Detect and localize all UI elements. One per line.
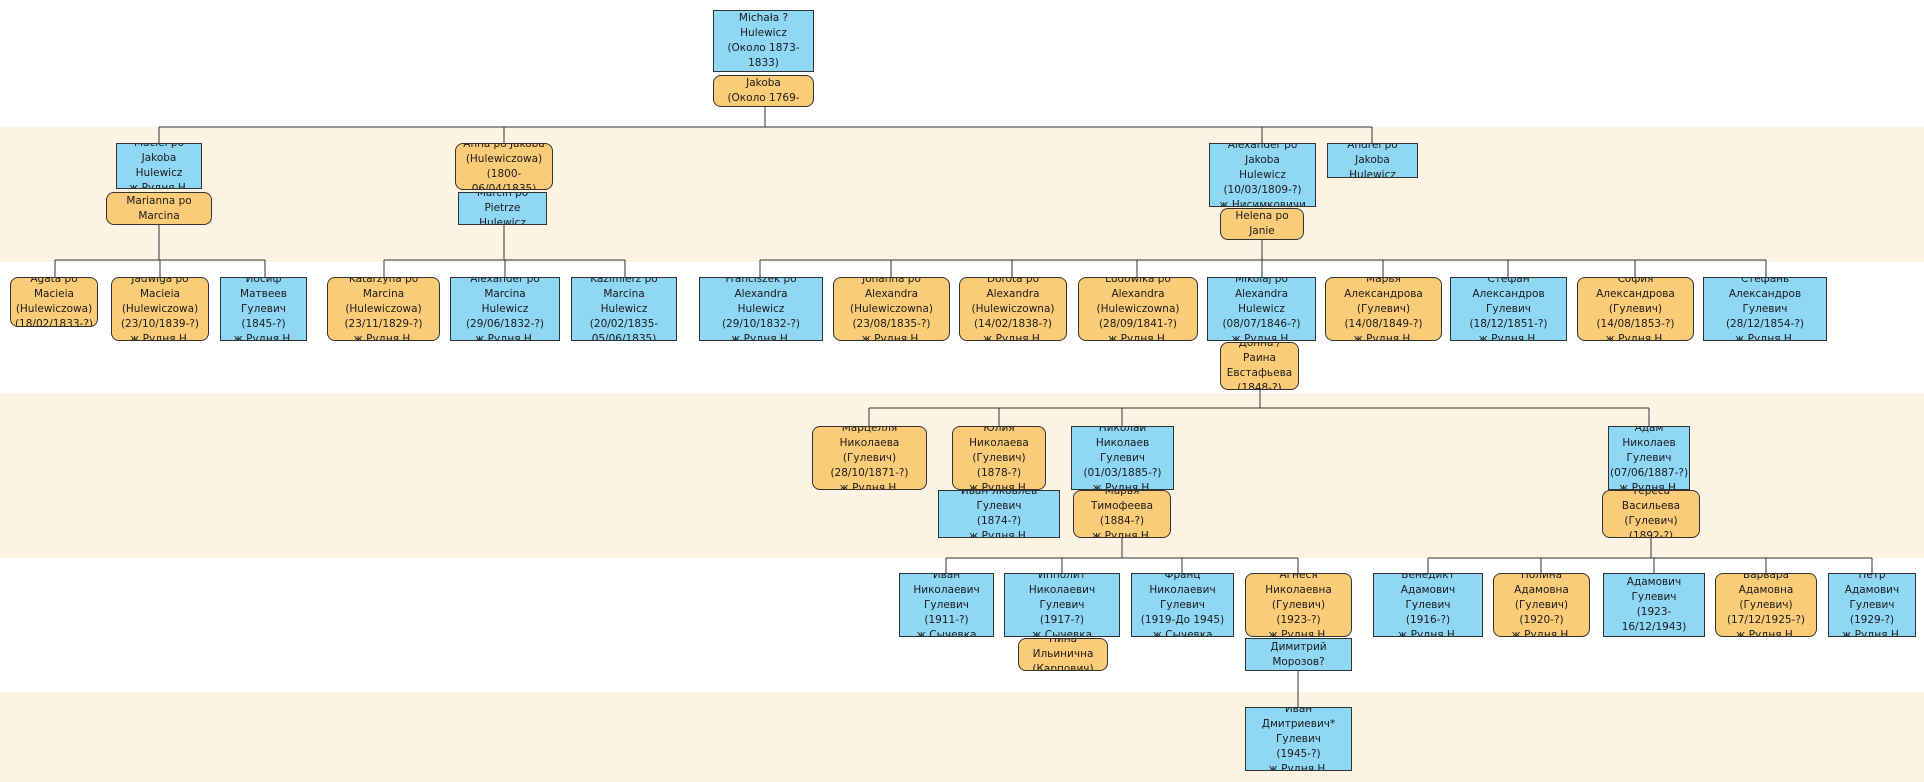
person-card[interactable]: Marianna po Jakoba (Около 1769-1839) (713, 75, 814, 107)
person-card[interactable]: Стефан Александров Гулевич (18/12/1851-?… (1450, 277, 1567, 341)
person-card[interactable]: Донна / Раина Евстафьева (1848-?) (1220, 342, 1299, 390)
person-card[interactable]: Агнеся Николаевна (Гулевич) (1923-?) ж.Р… (1245, 573, 1352, 637)
person-card[interactable]: Иван Дмитриевич* Гулевич (1945-?) ж.Рудн… (1245, 707, 1352, 771)
person-card[interactable]: Марья Александрова (Гулевич) (14/08/1849… (1325, 277, 1442, 341)
person-card[interactable]: Kazimierz po Marcina Hulewicz (20/02/183… (571, 277, 677, 341)
person-card[interactable]: Варвара Адамовна (Гулевич) (17/12/1925-?… (1715, 573, 1817, 637)
person-card[interactable]: Полина Адамовна (Гулевич) (1920-?) ж.Руд… (1493, 573, 1590, 637)
person-card[interactable]: София Александрова (Гулевич) (14/08/1853… (1577, 277, 1694, 341)
person-card[interactable]: Иосиф Матвеев Гулевич (1845-?) ж.Рудня Н… (220, 277, 307, 341)
person-card[interactable]: Ludowika po Alexandra (Hulewiczowna) (28… (1078, 277, 1198, 341)
person-card[interactable]: Иван Яковлев Гулевич (1874-?) ж.Рудня Н. (938, 490, 1060, 538)
person-card[interactable]: Marcin po Pietrze Hulewicz (458, 192, 547, 225)
person-card[interactable]: Адам Николаев Гулевич (07/06/1887-?) ж.Р… (1608, 426, 1690, 490)
person-card[interactable]: Тереса Васильева (Гулевич) (1892-?) (1602, 490, 1700, 538)
person-card[interactable]: Петр Адамович Гулевич (1929-?) ж.Рудня Н… (1828, 573, 1916, 637)
generation-band (0, 692, 1924, 782)
person-card[interactable]: Марцелля Николаева (Гулевич) (28/10/1871… (812, 426, 927, 490)
person-card[interactable]: Katarzyna po Marcina (Hulewiczowa) (23/1… (327, 277, 440, 341)
person-card[interactable]: Mikolaj po Alexandra Hulewicz (08/07/184… (1207, 277, 1316, 341)
person-card[interactable]: Jadwiga po Macieia (Hulewiczowa) (23/10/… (111, 277, 209, 341)
person-card[interactable]: Maciei po Jakoba Hulewicz ж.Рудня Н. (116, 143, 202, 189)
person-card[interactable]: Бенедикт Адамович Гулевич (1916-?) ж.Руд… (1373, 573, 1483, 637)
person-card[interactable]: Dorota po Alexandra (Hulewiczowna) (14/0… (959, 277, 1067, 341)
person-card[interactable]: Agata po Macieia (Hulewiczowa) (18/02/18… (10, 277, 98, 327)
person-card[interactable]: Jakob po Macieia / Michała ? Hulewicz (О… (713, 10, 814, 72)
person-card[interactable]: Димитрий Морозов? (1245, 638, 1352, 671)
person-card[interactable]: Марья Тимофеева (1884-?) ж.Рудня Н. (1073, 490, 1171, 538)
person-card[interactable]: Ипполит Николаевич Гулевич (1917-?) ж.Сы… (1004, 573, 1120, 637)
person-card[interactable]: Франц Николаевич Гулевич (1919-До 1945) … (1131, 573, 1234, 637)
person-card[interactable]: Alexander po Marcina Hulewicz (29/06/183… (450, 277, 560, 341)
person-card[interactable]: Николай Николаев Гулевич (01/03/1885-?) … (1071, 426, 1174, 490)
person-card[interactable]: Юлия Николаева (Гулевич) (1878-?) ж.Рудн… (952, 426, 1046, 490)
person-card[interactable]: Нина Ильинична (Карпович) (1018, 638, 1108, 671)
person-card[interactable]: Иван Николаевич Гулевич (1911-?) ж.Сычев… (899, 573, 994, 637)
person-card[interactable]: Anna po Jakoba (Hulewiczowa) (1800-06/04… (455, 143, 553, 190)
person-card[interactable]: Helena po Janie (1220, 208, 1304, 240)
person-card[interactable]: Alexander po Jakoba Hulewicz (10/03/1809… (1209, 143, 1316, 207)
person-card[interactable]: Franciszek po Alexandra Hulewicz (29/10/… (699, 277, 823, 341)
person-card[interactable]: Andrei po Jakoba Hulewicz (1327, 143, 1418, 178)
person-card[interactable]: Николай Адамович Гулевич (1923-16/12/194… (1603, 573, 1705, 637)
person-card[interactable]: Johanna po Alexandra (Hulewiczowna) (23/… (833, 277, 950, 341)
generation-band (0, 127, 1924, 262)
person-card[interactable]: Стефань Александров Гулевич (28/12/1854-… (1703, 277, 1827, 341)
person-card[interactable]: Marianna po Marcina (106, 192, 212, 225)
